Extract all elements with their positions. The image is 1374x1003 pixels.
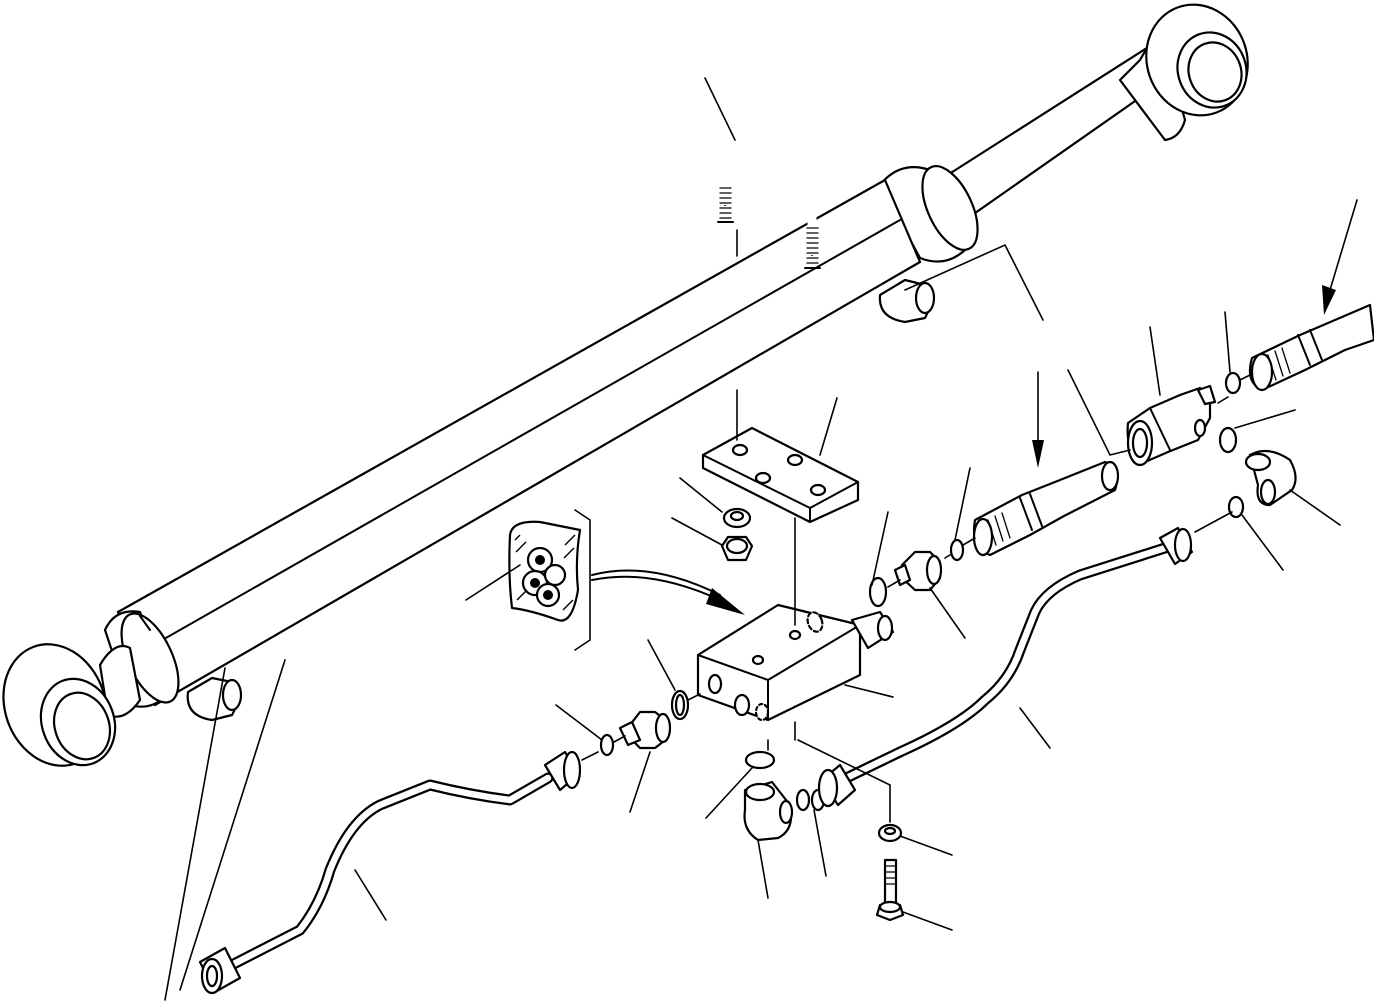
u-bolt	[717, 110, 821, 269]
o-ring	[1218, 426, 1238, 454]
o-ring	[868, 576, 888, 608]
tube-left	[198, 750, 582, 995]
o-ring	[949, 538, 965, 562]
valve-block	[696, 603, 895, 722]
elbow-lower	[743, 780, 794, 842]
gland	[878, 165, 979, 263]
o-ring	[599, 733, 615, 757]
rod-eye-right	[1145, 3, 1249, 117]
cylinder-port-left	[186, 676, 243, 722]
callout-leaders	[354, 77, 1341, 931]
o-ring	[744, 750, 776, 770]
washer	[722, 507, 752, 529]
o-ring	[1227, 495, 1245, 519]
elbow-right	[1244, 449, 1297, 507]
o-ring	[1224, 371, 1242, 395]
clamp-plate	[701, 426, 860, 524]
tee-fitting	[1126, 384, 1217, 467]
flow-arrow	[1322, 199, 1358, 315]
o-ring	[670, 689, 690, 721]
tube-right	[817, 526, 1194, 808]
flow-arrow	[1032, 371, 1044, 468]
port-detail-inset	[508, 509, 745, 651]
adapter-right	[893, 550, 943, 592]
washer	[877, 823, 903, 843]
bolt	[875, 858, 905, 922]
cylinder-port-right	[878, 278, 936, 324]
quick-coupler-middle	[972, 460, 1120, 557]
assembly-lines	[164, 229, 1251, 1001]
rod-eye-left	[2, 643, 142, 767]
adapter-left	[618, 710, 672, 750]
hydraulic-cylinder	[2, 3, 1249, 767]
nut	[720, 535, 754, 562]
quick-coupler-right	[1248, 303, 1374, 392]
